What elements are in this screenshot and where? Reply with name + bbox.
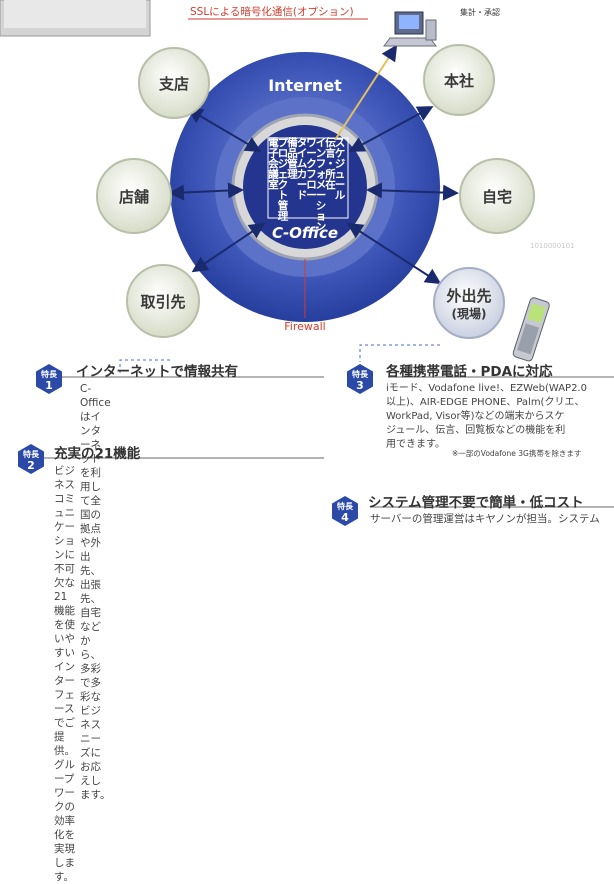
internet-label: Internet [268, 76, 342, 95]
node-home-label: 自宅 [482, 188, 512, 206]
node-branch: 支店 [138, 47, 210, 119]
arrow-home [366, 182, 459, 201]
feature-2-title: 充実の21機能 [54, 446, 141, 462]
feature-4-badge: 特長 4 [332, 496, 358, 526]
arrow-store [168, 182, 244, 201]
feature-1-title: インターネットで情報共有 [76, 364, 238, 380]
arrow-computer [334, 44, 398, 141]
feature-4-description: サーバーの管理運営はキヤノンが担当。システム [370, 513, 600, 525]
arrow-field [346, 222, 442, 285]
node-field-sublabel: (現場) [452, 306, 487, 321]
function-label: 伝言・所在 [325, 136, 336, 191]
feature-2-badge: 特長 2 [18, 444, 44, 474]
feature-1-badge: 特長 1 [36, 364, 62, 394]
function-list: スケジュール伝言・所在インフォメーションワークフロータイムカード備品管理プロジェ… [268, 136, 346, 233]
firewall-label: Firewall [284, 320, 325, 333]
node-field: 外出先 (現場) [433, 267, 505, 339]
feature-3-note: ※一部のVodafone 3G携帯を除きます [452, 449, 582, 458]
node-field-label: 外出先 [445, 287, 491, 305]
function-label: ワークフロー [306, 137, 317, 202]
feature-1-connector [119, 359, 170, 376]
computer-label: 集計・承認 [460, 7, 500, 17]
function-box [267, 137, 349, 219]
function-label: インフォメーション [316, 137, 327, 233]
feature-4-title: システム管理不要で簡単・低コスト [368, 495, 584, 511]
feature-3-connector [359, 344, 440, 362]
computer-icon [383, 11, 437, 47]
svg-text:4: 4 [341, 511, 349, 524]
node-head-office-label: 本社 [444, 72, 474, 90]
c-office-label: C-Office [272, 224, 338, 242]
node-store-label: 店舗 [119, 188, 149, 206]
node-home: 自宅 [459, 158, 535, 234]
feature-2-description: ビジネスコミュニケーションに不可欠な21機能 を使いやすいインターフェースでご提… [54, 465, 75, 883]
function-label: タイムカード [297, 137, 308, 202]
svg-text:特長: 特長 [41, 369, 58, 379]
node-store: 店舗 [96, 158, 172, 234]
svg-text:3: 3 [356, 379, 364, 392]
arrow-branch [186, 107, 262, 153]
function-label: スケジュール [335, 137, 346, 202]
mobile-phone-icon [512, 297, 550, 362]
arrow-head-office [348, 106, 434, 152]
svg-text:特長: 特長 [352, 369, 369, 379]
svg-text:1: 1 [45, 379, 53, 392]
svg-text:特長: 特長 [23, 449, 40, 459]
network-diagram: SSLによる暗号化通信(オプション) 集計・承認 1010000101 支店 本… [0, 0, 614, 508]
function-label: 備品管理 [287, 136, 298, 181]
function-label: 電子会議室 [268, 137, 279, 191]
feature-3-badge: 特長 3 [347, 364, 373, 394]
binary-decoration: 1010000101 [530, 242, 575, 250]
feature-3-title: 各種携帯電話・PDAに対応 [386, 364, 553, 380]
window-fragment-inner [4, 0, 146, 28]
node-client: 取引先 [126, 264, 200, 338]
arrow-client [191, 222, 266, 273]
ssl-label: SSLによる暗号化通信(オプション) [190, 5, 354, 18]
node-branch-label: 支店 [158, 75, 189, 93]
svg-text:2: 2 [27, 459, 35, 472]
node-head-office: 本社 [423, 44, 495, 116]
svg-text:特長: 特長 [337, 501, 354, 511]
function-label: プロジェクト管理 [278, 136, 289, 223]
feature-3-description: iモード、Vodafone live!、EZWeb(WAP2.0 以上)、AIR… [386, 383, 587, 450]
node-client-label: 取引先 [140, 293, 185, 311]
